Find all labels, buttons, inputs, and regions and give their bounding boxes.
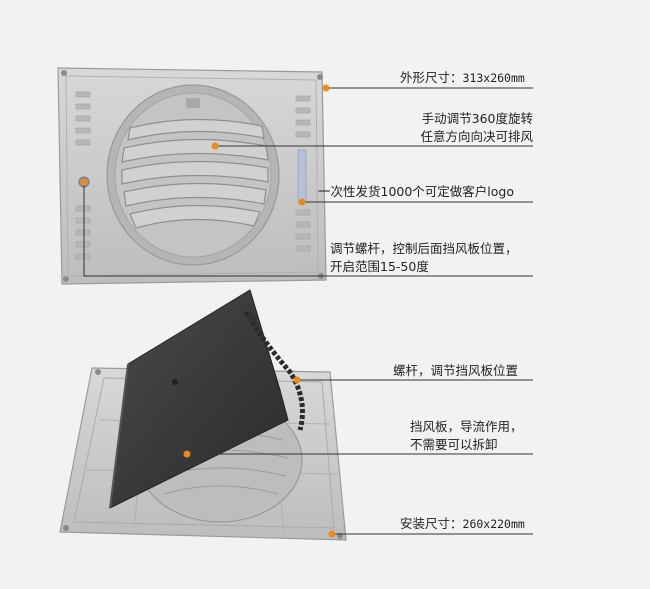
vent-front-view [57,67,327,285]
install-size-value: 260x220mm [462,517,525,531]
rotate-label: 手动调节360度旋转 任意方向向决可排风 [380,110,533,146]
outer-size-value: 313x260mm [462,71,525,85]
flap-label: 挡风板，导流作用， 不需要可以拆卸 [410,418,523,454]
screw-label: 调节螺杆，控制后面挡风板位置， 开启范围15-50度 [330,240,518,276]
screw-rod-label: 螺杆，调节挡风板位置 [393,363,519,378]
vent-back-view [59,289,347,541]
screw-line-2: 开启范围15-50度 [330,259,429,274]
install-size-label: 安装尺寸：260x220mm [400,515,525,533]
install-size-prefix: 安装尺寸： [400,516,463,531]
flap-line-1: 挡风板，导流作用， [410,419,523,434]
callout-lines [83,87,533,535]
rotate-line-1: 手动调节360度旋转 [421,111,533,126]
outer-size-label: 外形尺寸：313x260mm [400,69,525,87]
flap-line-2: 不需要可以拆卸 [410,437,498,452]
logo-label: 一次性发货1000个可定做客户logo [318,184,515,199]
rotate-line-2: 任意方向向决可排风 [420,129,533,144]
screw-line-1: 调节螺杆，控制后面挡风板位置， [330,241,518,256]
outer-size-prefix: 外形尺寸： [400,70,463,85]
callout-dots [80,84,336,538]
